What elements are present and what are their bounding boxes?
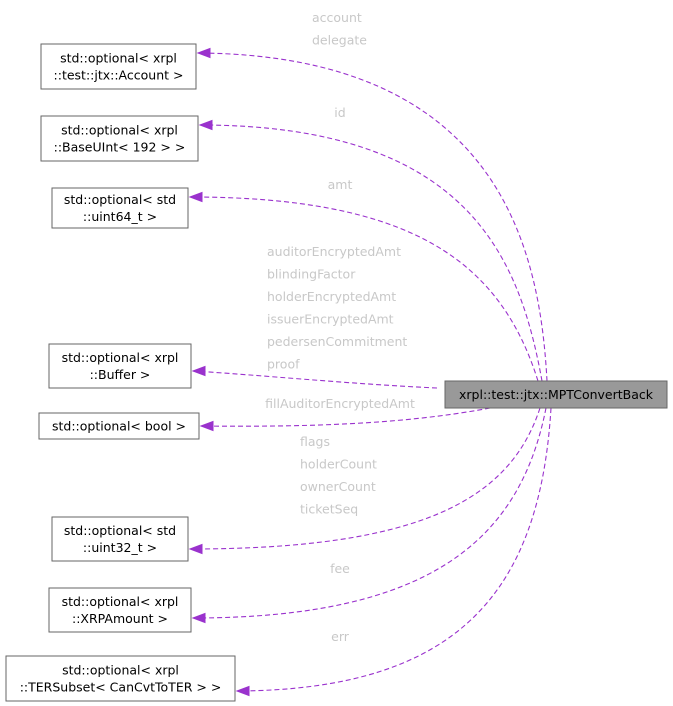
class-name-line: std::optional< xrpl (62, 663, 179, 678)
dependency-edge (200, 407, 491, 427)
edge-label: holderEncryptedAmt (267, 289, 396, 304)
class-name-line: std::optional< xrpl (60, 51, 177, 66)
main-class-node[interactable]: xrpl::test::jtx::MPTConvertBack (444, 380, 668, 409)
class-node-buffer[interactable]: std::optional< xrpl::Buffer > (48, 343, 192, 389)
edge-ter: err (235, 407, 552, 697)
class-node-account[interactable]: std::optional< xrpl::test::jtx::Account … (40, 43, 197, 90)
class-name-line: ::Buffer > (90, 367, 151, 382)
class-name-line: ::BaseUInt< 192 > > (54, 140, 186, 155)
class-name-line: ::test::jtx::Account > (54, 68, 184, 83)
edge-label: holderCount (300, 457, 377, 472)
class-box[interactable] (5, 655, 236, 702)
class-box[interactable] (48, 587, 192, 633)
class-name-line: std::optional< bool > (52, 419, 186, 434)
edge-label: err (331, 629, 350, 644)
class-node-baseuint[interactable]: std::optional< xrpl::BaseUInt< 192 > > (40, 115, 199, 162)
arrowhead-icon (235, 685, 250, 697)
dependency-edge (197, 52, 548, 382)
arrowhead-icon (196, 47, 211, 59)
class-name-line: ::TERSubset< CanCvtToTER > > (20, 680, 222, 695)
edge-baseuint: id (198, 105, 543, 382)
class-box[interactable] (51, 187, 189, 229)
arrowhead-icon (188, 191, 203, 203)
class-node-xrp[interactable]: std::optional< xrpl::XRPAmount > (48, 587, 192, 633)
class-node-bool[interactable]: std::optional< bool > (38, 412, 200, 440)
class-box[interactable] (40, 115, 199, 162)
arrowhead-icon (199, 420, 214, 432)
edge-label: amt (328, 177, 353, 192)
edge-label: delegate (312, 33, 367, 48)
dependency-edge (192, 407, 547, 619)
class-node-uint32[interactable]: std::optional< std::uint32_t > (51, 516, 189, 562)
edge-label: auditorEncryptedAmt (267, 244, 401, 259)
class-name-line: std::optional< std (64, 523, 176, 538)
edge-label: pedersenCommitment (267, 334, 407, 349)
edge-label: fee (330, 561, 350, 576)
edge-label: account (312, 10, 362, 25)
nodes-layer: std::optional< xrpl::test::jtx::Account … (5, 43, 236, 702)
edge-label: ownerCount (300, 479, 376, 494)
dependency-edge (192, 370, 438, 389)
edge-label: fillAuditorEncryptedAmt (265, 396, 415, 411)
edge-bool: fillAuditorEncryptedAmt (199, 396, 491, 432)
edge-label: flags (300, 434, 330, 449)
edge-label: id (334, 105, 345, 120)
class-box[interactable] (38, 412, 200, 440)
class-node-uint64[interactable]: std::optional< std::uint64_t > (51, 187, 189, 229)
class-name-line: ::XRPAmount > (72, 611, 168, 626)
class-box[interactable] (51, 516, 189, 562)
class-node-ter[interactable]: std::optional< xrpl::TERSubset< CanCvtTo… (5, 655, 236, 702)
class-name-line: std::optional< std (64, 192, 176, 207)
dependency-edge (199, 124, 543, 382)
edge-uint32: flags holderCount ownerCount ticketSeq (188, 407, 541, 555)
edge-account: account delegate (196, 10, 548, 382)
edge-uint64: amt (188, 177, 539, 382)
arrowhead-icon (198, 119, 213, 131)
edge-label: blindingFactor (267, 267, 356, 282)
class-name-line: ::uint64_t > (83, 209, 157, 224)
class-name-line: ::uint32_t > (83, 540, 157, 555)
main-class-box[interactable] (444, 380, 668, 409)
edge-label: proof (267, 357, 300, 372)
class-box[interactable] (48, 343, 192, 389)
class-name-line: std::optional< xrpl (61, 123, 178, 138)
edges-layer: account delegate id amt auditorEncryptedAmt b… (188, 10, 552, 697)
dependency-edge (236, 407, 552, 692)
arrowhead-icon (191, 612, 206, 624)
arrowhead-icon (191, 365, 206, 377)
main-class-label: xrpl::test::jtx::MPTConvertBack (459, 387, 654, 402)
dependency-edge (189, 196, 539, 382)
edge-label: ticketSeq (300, 502, 358, 517)
edge-buffer: auditorEncryptedAmt blindingFactor holderE… (191, 244, 438, 389)
class-name-line: std::optional< xrpl (62, 594, 179, 609)
arrowhead-icon (188, 543, 203, 555)
class-box[interactable] (40, 43, 197, 90)
class-name-line: std::optional< xrpl (62, 350, 179, 365)
edge-xrp: fee (191, 407, 547, 624)
edge-label: issuerEncryptedAmt (267, 312, 394, 327)
